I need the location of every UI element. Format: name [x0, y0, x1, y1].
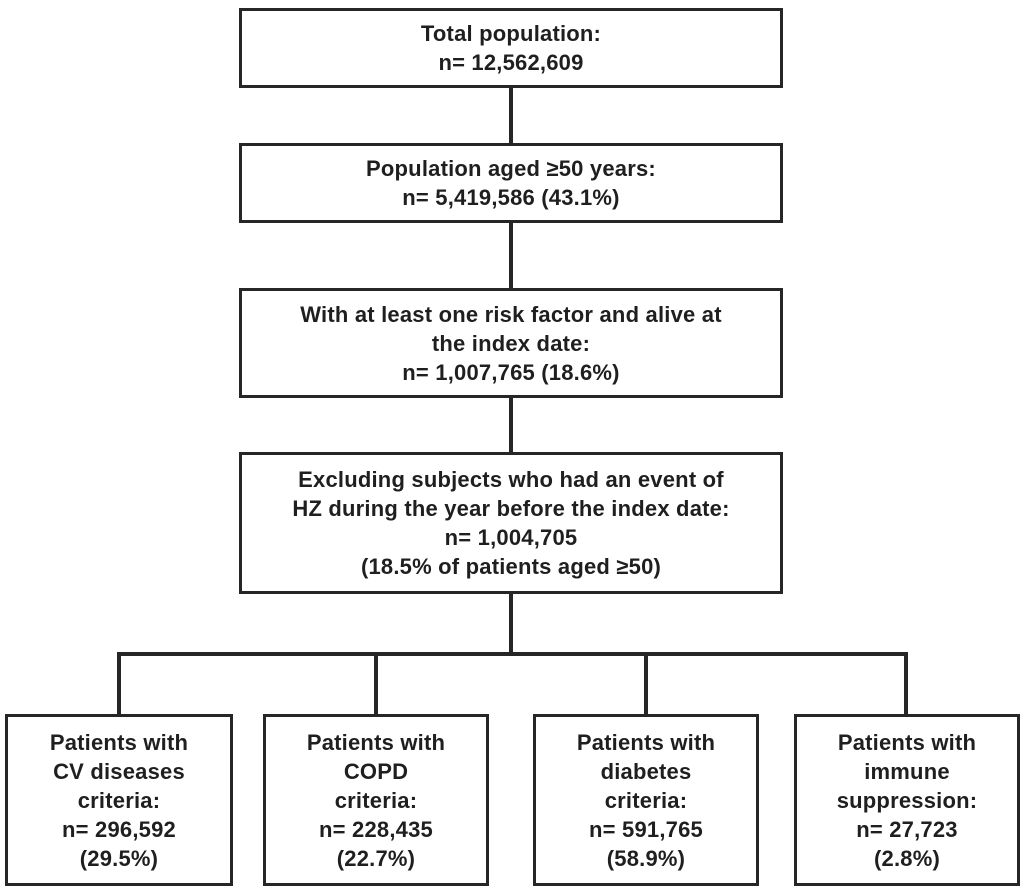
- flow-box-text-line: HZ during the year before the index date…: [292, 496, 730, 521]
- flow-box-text-line: (18.5% of patients aged ≥50): [360, 554, 662, 579]
- flow-box-text-line: COPD: [343, 758, 409, 784]
- connector-branch-horizontal: [117, 652, 908, 656]
- flow-box-text-line: n= 228,435: [319, 816, 433, 842]
- flow-box-text-line: Patients with: [837, 729, 977, 755]
- connector-drop-cv-diseases: [117, 652, 121, 714]
- connector-vertical-1: [509, 88, 513, 143]
- flow-box-text-line: the index date:: [431, 330, 591, 356]
- flow-box-text-line: n= 27,723: [856, 816, 958, 842]
- flow-box-text-line: suppression:: [836, 787, 978, 813]
- flow-box-total-population: Total population: n= 12,562,609: [239, 8, 783, 88]
- flow-box-text-line: Population aged ≥50 years:: [366, 156, 656, 181]
- flow-box-immune-suppression: Patients with immune suppression: n= 27,…: [794, 714, 1020, 886]
- flow-box-text-line: criteria:: [77, 787, 161, 813]
- flow-box-text-line: (58.9%): [606, 845, 686, 871]
- flow-box-text-line: Patients with: [576, 729, 716, 755]
- connector-drop-immune-suppression: [904, 652, 908, 714]
- flow-box-cv-diseases: Patients with CV diseases criteria: n= 2…: [5, 714, 233, 886]
- flow-box-text-line: immune: [864, 758, 950, 784]
- flow-box-text-line: n= 1,007,765 (18.6%): [402, 359, 620, 385]
- flow-box-text-line: Patients with: [306, 729, 446, 755]
- flow-box-text-line: Total population:: [420, 21, 602, 46]
- flow-box-text-line: Patients with: [49, 729, 189, 755]
- flow-box-text-line: criteria:: [604, 787, 688, 813]
- flow-box-text-line: (22.7%): [336, 845, 416, 871]
- connector-vertical-3: [509, 398, 513, 452]
- flow-box-text-line: (2.8%): [874, 845, 940, 871]
- flow-box-copd: Patients with COPD criteria: n= 228,435 …: [263, 714, 489, 886]
- flow-box-text-line: CV diseases: [53, 758, 185, 784]
- flow-box-text-line: diabetes: [600, 758, 692, 784]
- flow-box-text-line: criteria:: [334, 787, 418, 813]
- flow-box-diabetes: Patients with diabetes criteria: n= 591,…: [533, 714, 759, 886]
- flow-box-aged-50-plus: Population aged ≥50 years: n= 5,419,586 …: [239, 143, 783, 223]
- connector-drop-diabetes: [644, 652, 648, 714]
- flow-box-text-line: n= 5,419,586 (43.1%): [402, 185, 620, 210]
- flow-box-text-line: n= 591,765: [589, 816, 703, 842]
- flow-box-text-line: (29.5%): [79, 845, 159, 871]
- flow-box-risk-factor-alive: With at least one risk factor and alive …: [239, 288, 783, 398]
- flow-box-text-line: n= 12,562,609: [438, 50, 584, 75]
- flow-box-text-line: n= 296,592: [62, 816, 176, 842]
- flow-box-text-line: With at least one risk factor and alive …: [300, 301, 722, 327]
- connector-vertical-2: [509, 223, 513, 288]
- flow-box-excluding-hz: Excluding subjects who had an event of H…: [239, 452, 783, 594]
- flow-box-text-line: n= 1,004,705: [444, 525, 578, 550]
- connector-vertical-trunk: [509, 594, 513, 652]
- connector-drop-copd: [374, 652, 378, 714]
- flow-box-text-line: Excluding subjects who had an event of: [298, 467, 724, 492]
